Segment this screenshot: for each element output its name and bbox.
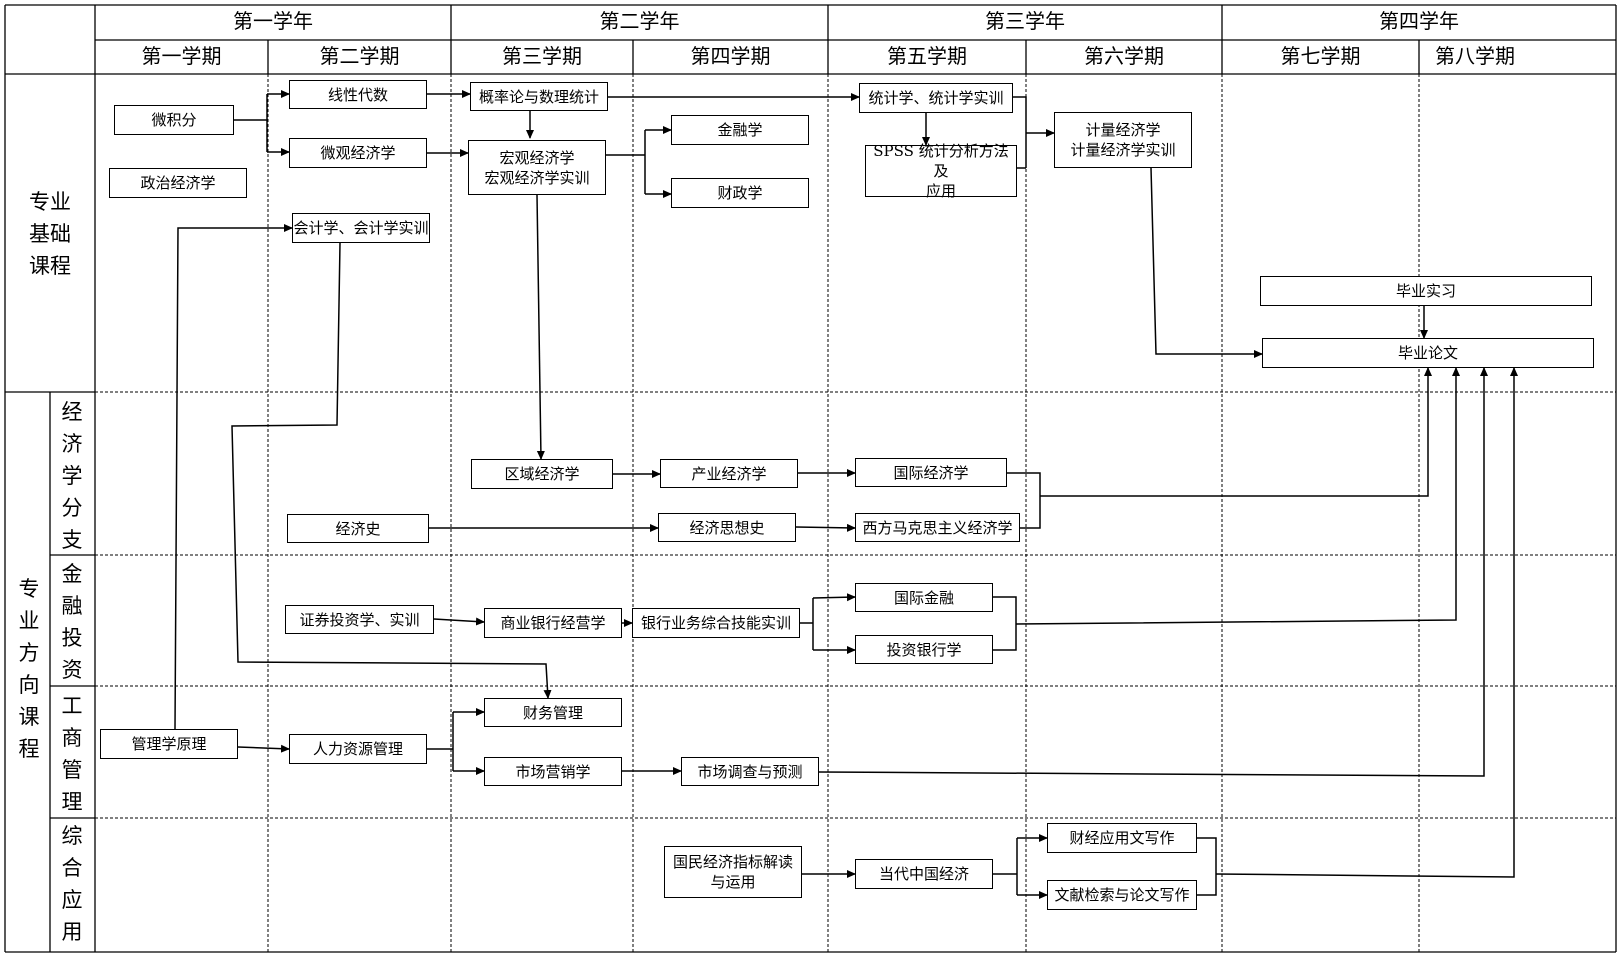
- course-securities-investment: 证券投资学、实训: [285, 605, 434, 634]
- finance-investment-label: 金 融 投 资: [61, 562, 83, 682]
- arrow-applied-to-thesis: [1215, 367, 1518, 878]
- course-statistics: 统计学、统计学实训: [859, 83, 1013, 113]
- applied-label: 综 合 应 用: [61, 824, 83, 944]
- year-2-header: 第二学年: [599, 9, 680, 33]
- connector: [1007, 472, 1041, 529]
- course-commercial-banking: 商业银行经营学: [484, 608, 622, 638]
- course-western-marxist-economics: 西方马克思主义经济学: [855, 513, 1020, 542]
- year-1-header: 第一学年: [233, 9, 313, 33]
- semester-3-header: 第三学期: [502, 44, 582, 68]
- course-market-research: 市场调查与预测: [681, 757, 819, 786]
- course-public-finance: 财政学: [671, 178, 809, 208]
- course-spss: SPSS 统计分析方法及 应用: [865, 142, 1017, 200]
- semester-5-header: 第五学期: [887, 44, 967, 68]
- course-accounting: 会计学、会计学实训: [292, 213, 430, 243]
- econ-branch-label: 经 济 学 分 支: [61, 400, 83, 552]
- course-literature-search: 文献检索与论文写作: [1047, 880, 1197, 910]
- course-regional-economics: 区域经济学: [471, 459, 613, 489]
- arrow-to-thesis: [1150, 167, 1263, 358]
- course-microeconomics: 微观经济学: [289, 138, 427, 168]
- business-management-label: 工 商 管 理: [61, 694, 83, 814]
- course-economic-thought: 经济思想史: [658, 513, 796, 542]
- course-marketing: 市场营销学: [484, 757, 622, 786]
- arrow-econ-to-thesis: [1040, 367, 1432, 497]
- semester-6-header: 第六学期: [1084, 44, 1164, 68]
- direction-courses-label: 专 业 方 向 课 程: [18, 577, 40, 761]
- course-economic-history: 经济史: [287, 514, 429, 543]
- course-human-resources: 人力资源管理: [289, 734, 427, 764]
- course-internship: 毕业实习: [1260, 276, 1592, 306]
- arrow-to-accounting: [174, 224, 293, 730]
- course-investment-banking: 投资银行学: [855, 635, 993, 664]
- course-calculus: 微积分: [114, 105, 234, 135]
- arrow-to-financial-management: [231, 242, 552, 699]
- course-bank-skills-training: 银行业务综合技能实训: [632, 608, 800, 638]
- course-macroeconomics: 宏观经济学 宏观经济学实训: [468, 140, 606, 195]
- foundation-courses-label: 专业 基础 课程: [29, 190, 71, 278]
- table-grid: [4, 4, 1617, 953]
- connector: [1013, 96, 1027, 168]
- year-3-header: 第三学年: [985, 9, 1065, 33]
- arrow-finance-to-thesis: [1015, 367, 1460, 625]
- semester-2-header: 第二学期: [319, 44, 400, 68]
- course-econometrics: 计量经济学 计量经济学实训: [1054, 112, 1192, 168]
- arrow-to-western-marxist: [795, 523, 856, 532]
- connector-lines: [174, 90, 1518, 899]
- course-economic-indicators: 国民经济指标解读 与运用: [664, 846, 802, 898]
- course-management-principles: 管理学原理: [100, 729, 238, 759]
- semester-8-header: 第八学期: [1435, 44, 1515, 68]
- course-thesis: 毕业论文: [1262, 338, 1594, 368]
- course-industrial-economics: 产业经济学: [660, 459, 798, 488]
- course-contemporary-china-economy: 当代中国经济: [855, 859, 993, 889]
- course-international-economics: 国际经济学: [855, 458, 1007, 487]
- arrow-to-regional-economics: [536, 194, 545, 460]
- course-probability: 概率论与数理统计: [470, 82, 608, 111]
- arrow-to-commercial-banking: [433, 617, 485, 626]
- course-finance: 金融学: [671, 115, 809, 145]
- arrow-to-international-finance: [812, 593, 856, 602]
- semester-4-header: 第四学期: [690, 44, 771, 68]
- course-financial-writing: 财经应用文写作: [1047, 823, 1197, 853]
- course-political-economy: 政治经济学: [109, 168, 247, 198]
- course-financial-management: 财务管理: [484, 698, 622, 727]
- connector: [993, 596, 1017, 651]
- year-4-header: 第四学年: [1379, 9, 1459, 33]
- semester-1-header: 第一学期: [141, 44, 222, 68]
- course-international-finance: 国际金融: [855, 583, 993, 612]
- course-linear-algebra: 线性代数: [289, 80, 427, 109]
- arrow-business-to-thesis: [818, 367, 1488, 777]
- connector: [1197, 837, 1217, 896]
- arrow-to-human-resources: [237, 744, 290, 753]
- semester-7-header: 第七学期: [1280, 44, 1361, 68]
